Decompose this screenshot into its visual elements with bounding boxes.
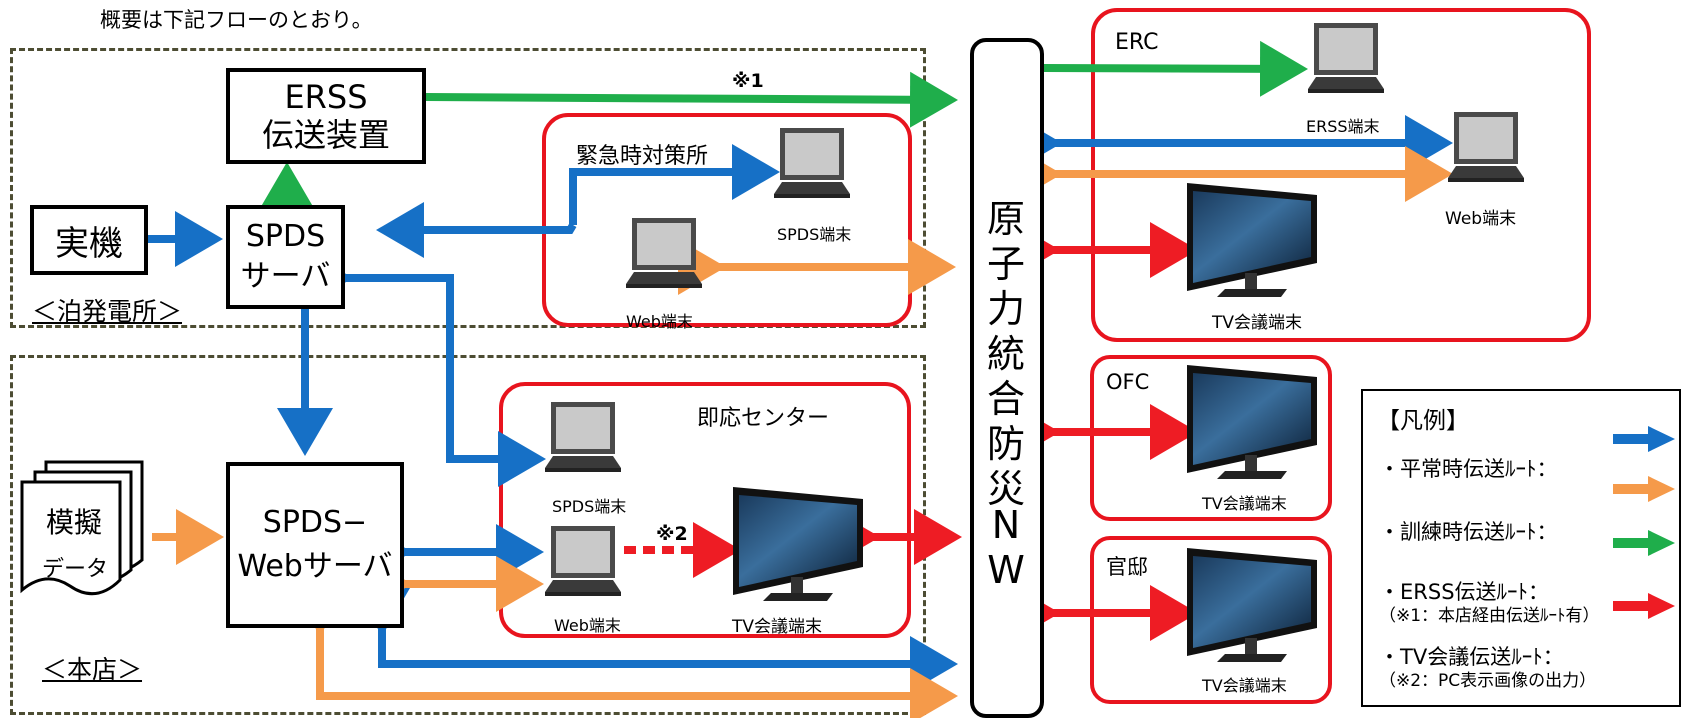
legend-arrow-swatch (1613, 593, 1675, 619)
legend-title: 【凡例】 (1377, 408, 1469, 434)
intro-text: 概要は下記フローのとおり。 (100, 8, 373, 32)
kinkyu-spds-laptop-icon (774, 128, 850, 198)
spds-server-box: SPDS サーバ (226, 205, 345, 309)
spdsweb-line2: Webサーバ (237, 549, 393, 584)
spdsweb-line1: SPDS− (262, 505, 368, 540)
tomari-label: ＜泊発電所＞ (32, 297, 183, 326)
kinkyu-web-label: Web端末 (626, 312, 693, 331)
legend-item-sub: （※2：PC表示画像の出力） (1379, 671, 1597, 691)
nw-char: 災 (986, 467, 1025, 511)
kantei-label: 官邸 (1106, 555, 1148, 579)
sokuo-web-label: Web端末 (554, 616, 621, 635)
legend-item-label: ・TV会議伝送ﾙｰﾄ： (1379, 645, 1564, 669)
legend-box: 【凡例】 ・平常時伝送ﾙｰﾄ： ・訓練時伝送ﾙｰﾄ： ・ERSS伝送ﾙｰﾄ： （… (1361, 389, 1681, 707)
erss-laptop-icon (1308, 23, 1384, 93)
ofc-label: OFC (1106, 370, 1150, 394)
legend-arrow-swatch (1613, 476, 1675, 502)
note2-label: ※2 (656, 523, 688, 545)
sokuo-spds-label: SPDS端末 (552, 497, 627, 516)
sokuo-spds-laptop-icon (545, 402, 621, 472)
legend-item-label: ・ERSS伝送ﾙｰﾄ： (1379, 580, 1550, 604)
jikki-box: 実機 (30, 205, 148, 275)
erss-line2: 伝送装置 (261, 116, 390, 154)
erc-label: ERC (1115, 30, 1159, 55)
erc-tv-icon (1187, 183, 1317, 297)
sokuo-label: 即応センター (697, 406, 830, 431)
ofc-tv-icon (1187, 365, 1317, 479)
erss-terminal-label: ERSS端末 (1306, 117, 1380, 136)
nw-char: W (987, 548, 1025, 592)
mogi-line2: データ (42, 557, 109, 582)
legend-item-sub: （※1：本店経由伝送ﾙｰﾄ有） (1379, 606, 1600, 626)
kinkyu-web-laptop-icon (626, 218, 702, 288)
erss-transmitter-box: ERSS 伝送装置 (226, 68, 426, 164)
legend-item-label: ・平常時伝送ﾙｰﾄ： (1379, 457, 1558, 481)
legend-item-label: ・訓練時伝送ﾙｰﾄ： (1379, 520, 1558, 544)
kinkyu-spds-label: SPDS端末 (777, 225, 852, 244)
erc-web-label: Web端末 (1445, 209, 1517, 229)
legend-arrow-swatch (1613, 530, 1675, 556)
sokuo-tv-icon (733, 487, 863, 601)
sokuo-web-laptop-icon (545, 526, 621, 596)
kinkyu-label: 緊急時対策所 (576, 144, 709, 169)
nuclear-disaster-network-column (970, 38, 1044, 718)
nw-char: 防 (986, 422, 1025, 466)
mock-data-document-icon (20, 460, 144, 596)
ofc-tv-label: TV会議端末 (1202, 494, 1287, 513)
mogi-line1: 模擬 (46, 506, 103, 539)
nw-char: 力 (986, 287, 1025, 331)
spds-line2: サーバ (240, 259, 331, 294)
sokuo-tv-label: TV会議端末 (732, 617, 823, 637)
nw-char: N (991, 503, 1021, 547)
legend-swatches (1613, 426, 1675, 619)
spds-line1: SPDS (245, 219, 326, 254)
honten-label: ＜本店＞ (42, 655, 143, 684)
legend-arrow-swatch (1613, 426, 1675, 452)
nw-char: 統 (986, 332, 1025, 376)
kinkyu-region (542, 113, 912, 327)
nw-char: 子 (986, 242, 1025, 286)
nw-char: 原 (986, 197, 1025, 241)
spds-web-server-box: SPDS− Webサーバ (226, 462, 404, 628)
kantei-tv-label: TV会議端末 (1202, 676, 1287, 695)
kantei-tv-icon (1187, 548, 1317, 662)
nw-char: 合 (986, 377, 1025, 421)
jikki-label: 実機 (55, 223, 123, 264)
note1-label: ※1 (732, 70, 764, 92)
erss-line1: ERSS (284, 78, 368, 116)
erc-tv-label: TV会議端末 (1212, 313, 1303, 333)
erc-web-laptop-icon (1448, 112, 1524, 182)
